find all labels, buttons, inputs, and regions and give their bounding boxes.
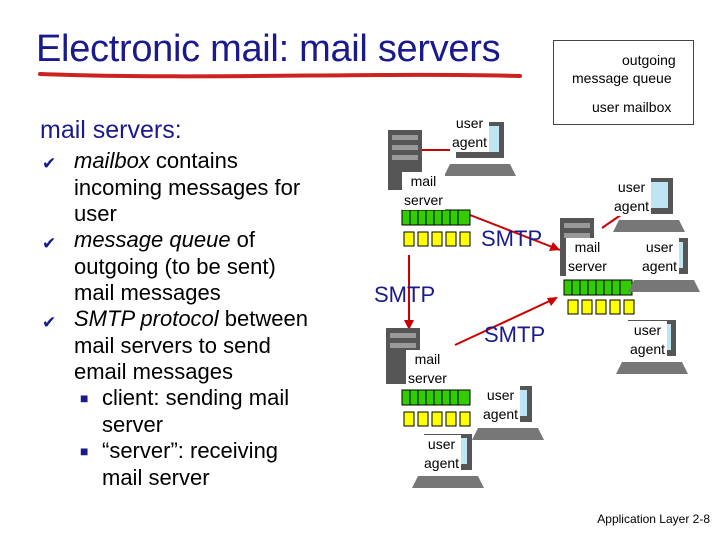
bullet-text: between xyxy=(218,306,308,331)
title-underline xyxy=(38,72,522,79)
legend-queue-label: message queue xyxy=(572,70,672,86)
subbullet-text: client: sending mail xyxy=(102,385,290,410)
subbullet-text: server xyxy=(102,411,164,437)
bullet-text: mail messages xyxy=(74,280,221,305)
checkmark-bullet-icon: ✔ xyxy=(42,234,57,253)
smtp-label: SMTP xyxy=(484,322,546,347)
legend-outgoing-label: outgoing xyxy=(622,52,676,68)
bullet-message-queue: message queue of outgoing (to be sent) m… xyxy=(74,227,276,307)
message-queue-1 xyxy=(401,209,471,226)
mailbox-row-2 xyxy=(567,299,635,315)
bullet-text: of xyxy=(230,227,256,252)
subbullet-client: client: sending mail server xyxy=(102,385,289,438)
arrow-head-smtp-1-3 xyxy=(404,320,414,330)
smtp-label: SMTP xyxy=(374,282,436,307)
section-subtitle: mail servers: xyxy=(40,116,182,144)
checkmark-bullet-icon: ✔ xyxy=(42,154,57,173)
link-smtp-3-2 xyxy=(454,297,557,346)
subbullet-text: “server”: receiving xyxy=(102,438,279,463)
message-queue-3 xyxy=(401,389,471,406)
footer-label: Application Layer 2-8 xyxy=(597,512,710,526)
message-queue-2 xyxy=(563,279,633,296)
arrow-head-smtp-3-2 xyxy=(547,297,558,306)
bullet-smtp-protocol: SMTP protocol between mail servers to se… xyxy=(74,306,308,386)
mailbox-row-3 xyxy=(403,411,471,427)
square-bullet-icon: ■ xyxy=(80,443,89,459)
mailbox-row-1 xyxy=(403,231,471,247)
checkmark-bullet-icon: ✔ xyxy=(42,313,57,332)
bullet-text: contains xyxy=(149,148,238,173)
legend-box xyxy=(553,40,694,125)
square-bullet-icon: ■ xyxy=(80,390,89,406)
link-smtp-1-2 xyxy=(469,214,561,251)
bullet-em: message queue xyxy=(74,227,231,252)
bullet-text: user xyxy=(74,201,117,226)
page-title: Electronic mail: mail servers xyxy=(36,28,501,70)
server-tower-3 xyxy=(386,328,420,384)
subbullet-server: “server”: receiving mail server xyxy=(102,438,278,491)
bullet-text: outgoing (to be sent) xyxy=(74,253,276,279)
arrow-head-smtp-1-2 xyxy=(549,242,560,251)
bullet-text: mail servers to send xyxy=(74,332,271,358)
subbullet-text: mail server xyxy=(102,464,210,490)
bullet-em: SMTP protocol xyxy=(74,306,219,331)
bullet-mailbox: mailbox contains incoming messages for u… xyxy=(74,148,300,228)
smtp-label: SMTP xyxy=(481,226,543,251)
bullet-em: mailbox xyxy=(74,148,150,173)
bullet-text: email messages xyxy=(74,359,233,384)
bullet-text: incoming messages for xyxy=(74,174,301,200)
legend-mailbox-label: user mailbox xyxy=(592,99,672,115)
